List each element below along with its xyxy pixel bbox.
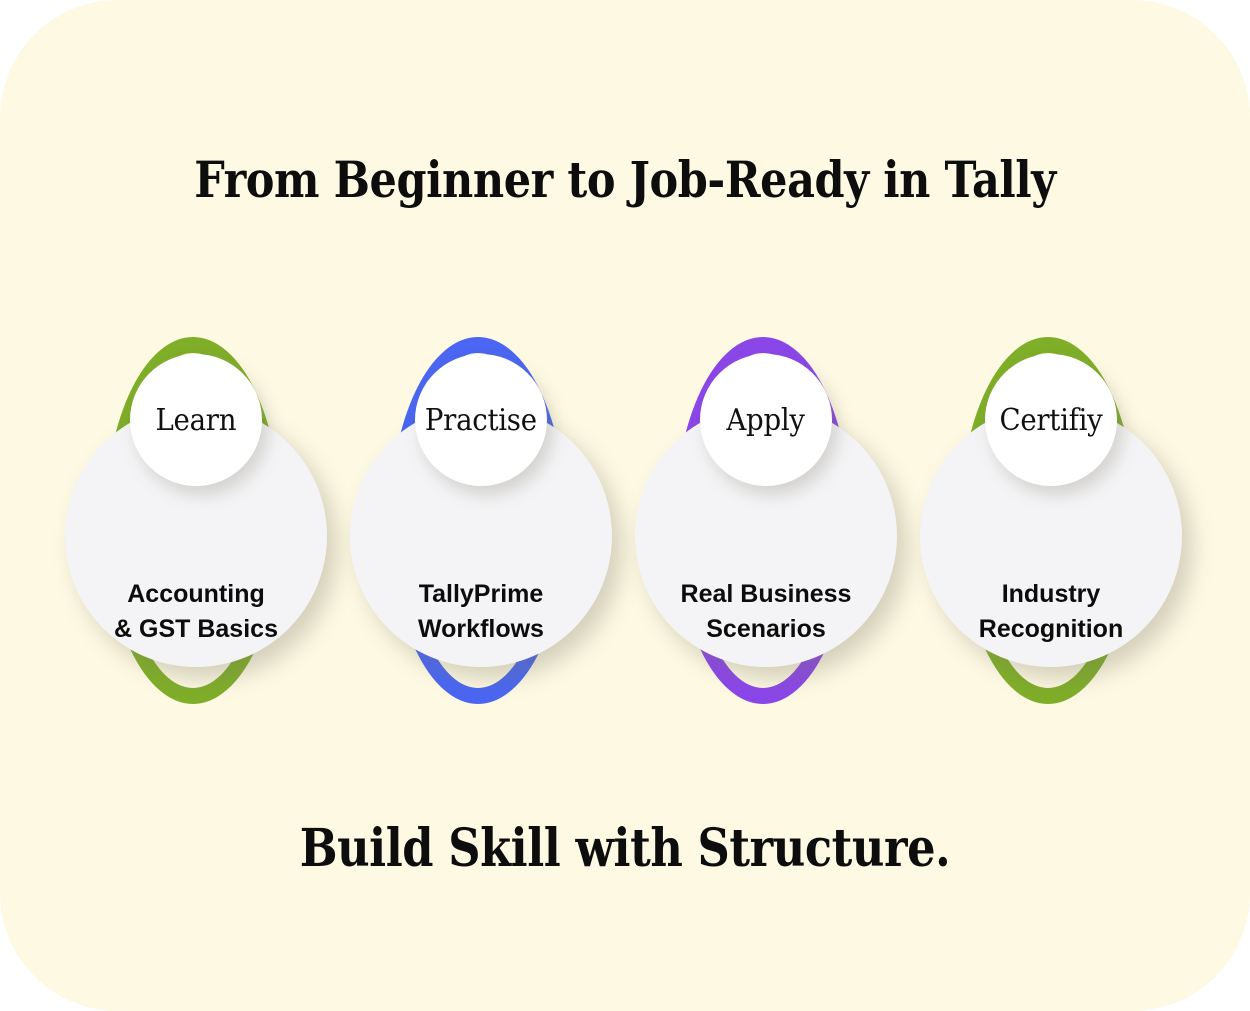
page-title: From Beginner to Job-Ready in Tally: [194, 150, 1056, 209]
step-description-1: Accounting & GST Basics: [114, 580, 278, 643]
step-card-4[interactable]: Industry Recognition Certifiy: [907, 330, 1197, 720]
step-description-2: TallyPrime Workflows: [418, 580, 544, 643]
steps-row: Accounting & GST Basics Learn TallyPrime…: [0, 330, 1250, 720]
step-card-2[interactable]: TallyPrime Workflows Practise: [337, 330, 627, 720]
step-card-1[interactable]: Accounting & GST Basics Learn: [52, 330, 342, 720]
step-badge-4: Certifiy: [985, 354, 1117, 486]
step-badge-label-1: Learn: [155, 402, 237, 438]
step-description-4: Industry Recognition: [978, 580, 1124, 643]
step-disc-4: Industry Recognition: [920, 405, 1182, 667]
step-description-3: Real Business Scenarios: [680, 580, 852, 643]
step-badge-1: Learn: [130, 354, 262, 486]
step-badge-3: Apply: [700, 354, 832, 486]
step-badge-label-2: Practise: [425, 402, 537, 438]
step-badge-2: Practise: [415, 354, 547, 486]
step-badge-label-3: Apply: [726, 402, 806, 438]
step-badge-label-4: Certifiy: [999, 402, 1103, 438]
footer-tagline: Build Skill with Structure.: [299, 818, 951, 879]
step-card-3[interactable]: Real Business Scenarios Apply: [622, 330, 912, 720]
